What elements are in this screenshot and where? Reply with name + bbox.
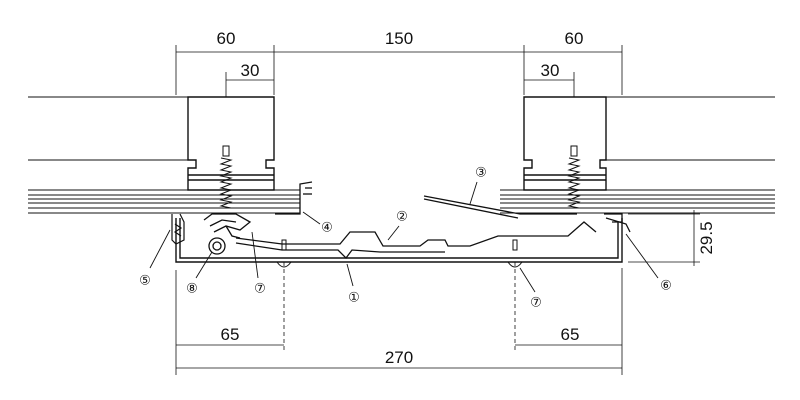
right-wall-panel xyxy=(500,96,775,214)
callout-8-label: ⑧ xyxy=(186,281,198,296)
callout-3-label: ③ xyxy=(475,165,487,180)
callout-1-label: ① xyxy=(348,290,360,305)
dim-bottom-right: 65 xyxy=(561,325,580,344)
callout-2-label: ② xyxy=(396,209,408,224)
hinge-part-8 xyxy=(203,213,252,255)
callout-6-label: ⑥ xyxy=(660,278,672,293)
right-beam xyxy=(523,96,607,191)
bracket-part-4 xyxy=(275,181,313,215)
base-fixing-screws xyxy=(276,239,523,268)
dim-overall: 270 xyxy=(385,348,413,367)
callout-1: ① xyxy=(348,290,360,305)
callout-8: ⑧ xyxy=(186,281,198,296)
left-screw xyxy=(219,145,233,209)
dim-top-left: 60 xyxy=(217,29,236,48)
dim-top-right: 60 xyxy=(565,29,584,48)
callout-7-left-label: ⑦ xyxy=(254,281,266,296)
callout-4-label: ④ xyxy=(321,220,333,235)
clip-part-6 xyxy=(604,213,631,233)
callout-3: ③ xyxy=(475,165,487,180)
base-channel xyxy=(175,218,623,263)
callout-7-right: ⑦ xyxy=(530,295,542,310)
dim-top-center: 150 xyxy=(385,29,413,48)
right-screw xyxy=(567,145,581,209)
left-beam xyxy=(187,96,275,191)
callout-4: ④ xyxy=(321,220,333,235)
callout-7-left: ⑦ xyxy=(254,281,266,296)
callout-6: ⑥ xyxy=(660,278,672,293)
dim-inner-right: 30 xyxy=(541,61,560,80)
callout-5: ⑤ xyxy=(139,273,151,288)
cover-plate-3 xyxy=(423,195,577,219)
leader-lines xyxy=(149,181,659,293)
clip-part-5 xyxy=(171,213,185,245)
inner-cover xyxy=(235,221,597,259)
dim-side-height: 29.5 xyxy=(697,221,716,254)
dim-inner-left: 30 xyxy=(241,61,260,80)
dim-bottom-left: 65 xyxy=(221,325,240,344)
callout-5-label: ⑤ xyxy=(139,273,151,288)
callout-2: ② xyxy=(396,209,408,224)
dimension-lines xyxy=(175,45,700,375)
callout-7-right-label: ⑦ xyxy=(530,295,542,310)
